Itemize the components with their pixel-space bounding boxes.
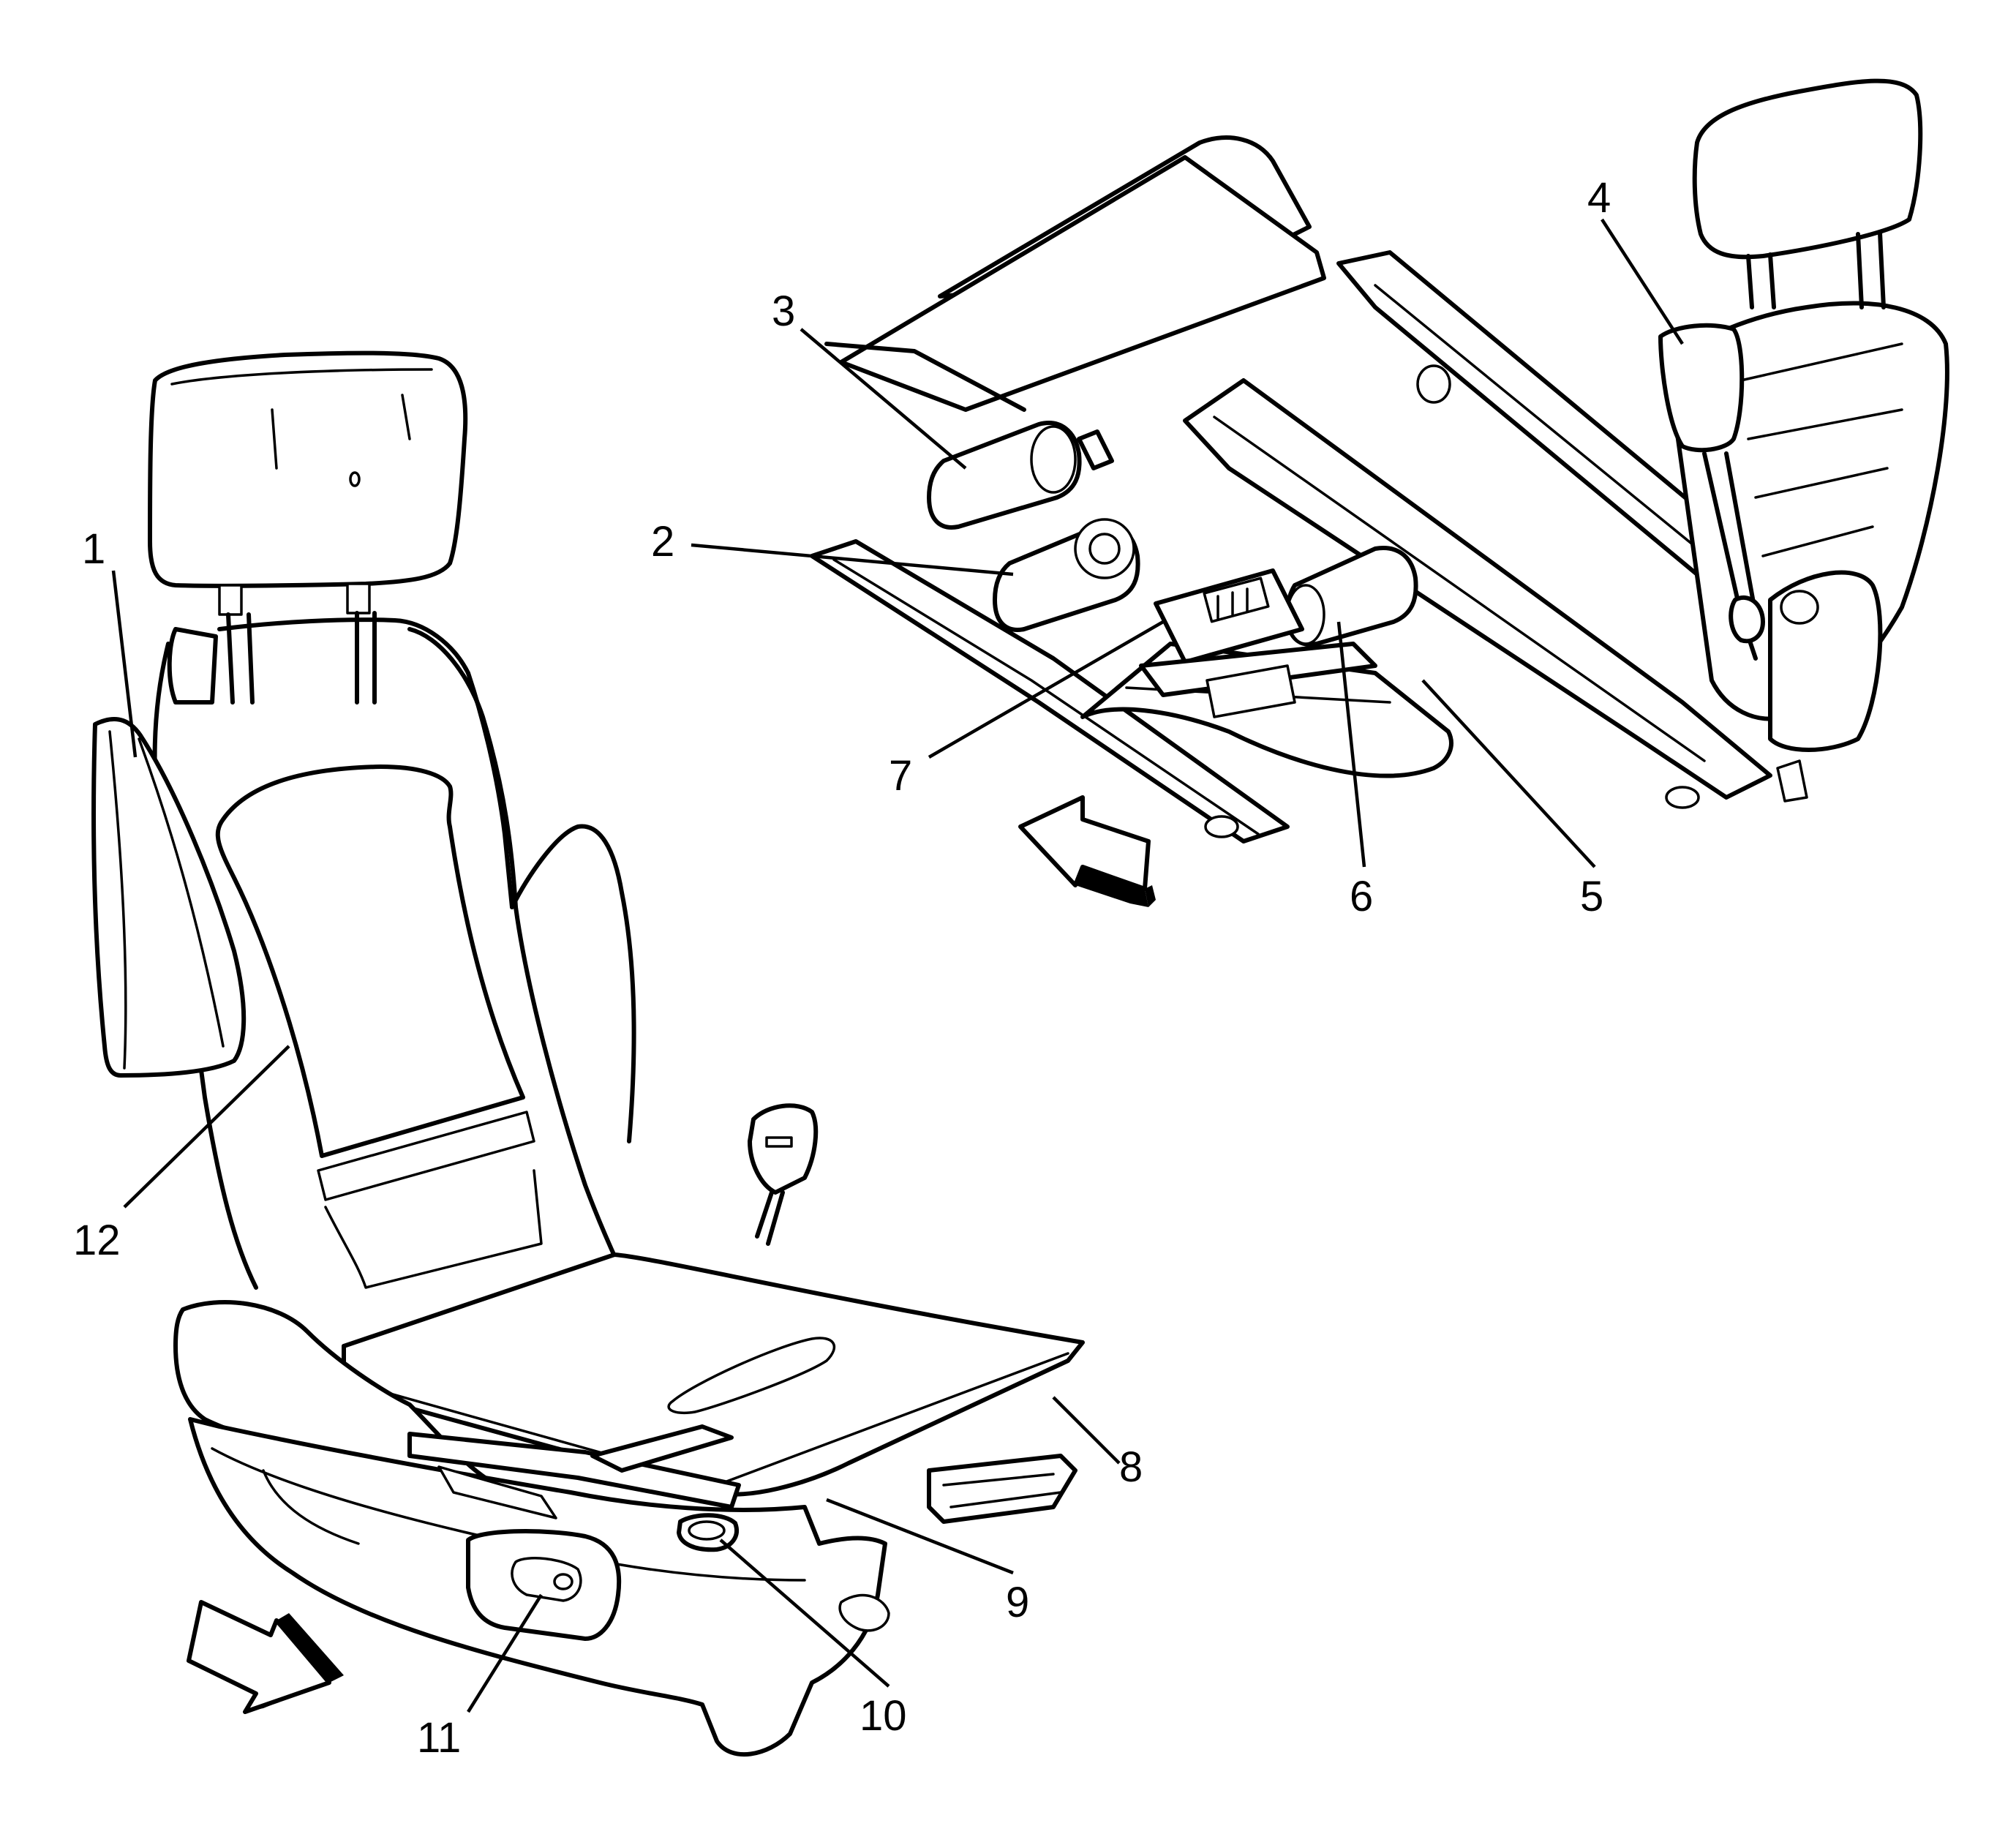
callout-4: 4	[1587, 174, 1611, 222]
rear-vertical-motor	[1285, 546, 1418, 647]
seat-adjuster-switch	[466, 1529, 622, 1641]
seatback-panel	[215, 764, 543, 1289]
callout-labels: 1 2 3 4 5 6 7 8 9 10 11 12	[73, 174, 1611, 1762]
callout-1: 1	[82, 525, 105, 573]
callout-9: 9	[1006, 1579, 1029, 1626]
front-view-arrow	[187, 1600, 344, 1714]
callout-5: 5	[1580, 873, 1603, 920]
seat-belt-buckle	[748, 1103, 819, 1246]
seat-underside-view	[810, 78, 1949, 907]
callout-6: 6	[1350, 873, 1373, 920]
front-vertical-motor	[993, 518, 1140, 632]
callout-2: 2	[651, 518, 674, 566]
callout-11: 11	[417, 1714, 461, 1762]
fore-aft-motor	[927, 421, 1114, 530]
underside-view-arrow	[1018, 795, 1156, 907]
callout-8: 8	[1119, 1443, 1143, 1491]
callout-10: 10	[860, 1692, 907, 1740]
seat-front-view	[91, 350, 1085, 1757]
callout-7: 7	[889, 752, 912, 800]
callout-12: 12	[73, 1217, 121, 1264]
side-airbag-module	[91, 716, 247, 1078]
leader-lines	[111, 218, 1684, 1713]
callout-3: 3	[772, 288, 795, 335]
seat-control-module	[1154, 568, 1304, 664]
headrest	[148, 350, 468, 705]
